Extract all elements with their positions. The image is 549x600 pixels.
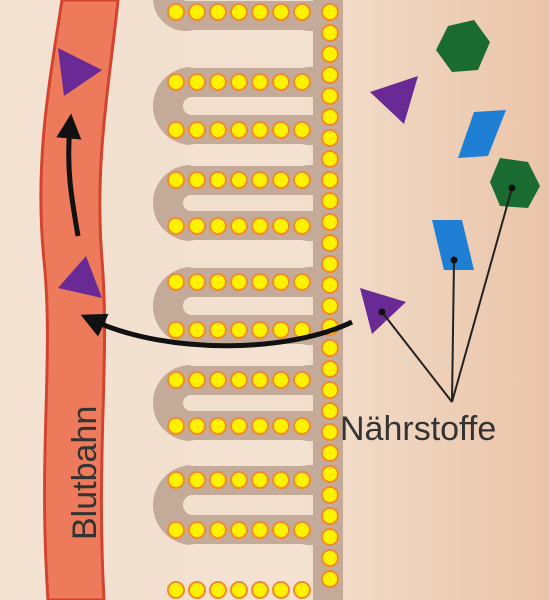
triangle-in-vessel-top-icon	[58, 48, 102, 96]
epithelial-cells	[167, 3, 339, 599]
diamond-nutrient-top-icon	[458, 110, 506, 158]
hexagon-nutrient-top-icon	[436, 20, 490, 72]
hexagon-nutrient-right-icon	[490, 158, 540, 208]
bloodstream-label: Blutbahn	[66, 406, 104, 540]
nutrient-pointer-lines	[381, 187, 513, 403]
arrow-to-bloodstream	[80, 313, 354, 349]
nutrients-label: Nährstoffe	[340, 410, 496, 448]
pointer-dots	[378, 184, 516, 316]
triangle-nutrient-top-icon	[370, 76, 418, 124]
triangle-in-vessel-middle-icon	[58, 256, 102, 298]
blood-vessel	[39, 0, 120, 600]
arrow-up	[56, 113, 82, 237]
diamond-nutrient-lower-icon	[432, 220, 474, 270]
